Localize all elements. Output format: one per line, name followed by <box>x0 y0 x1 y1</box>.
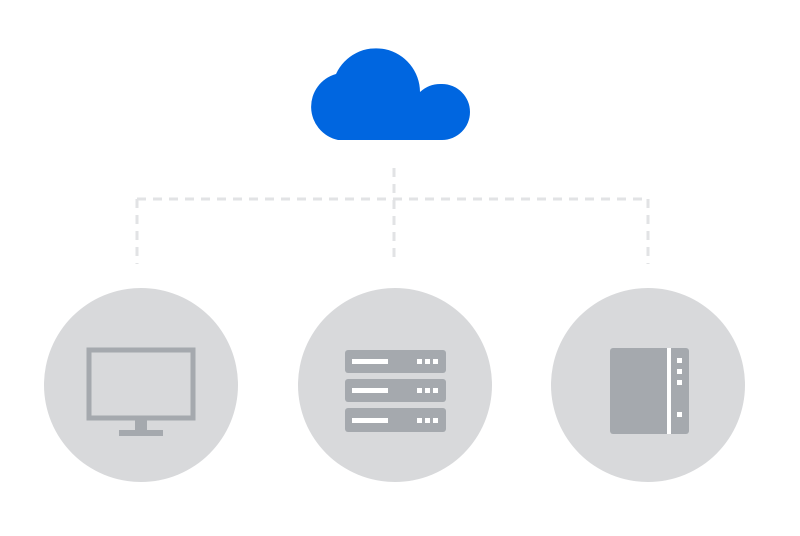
server-unit <box>345 379 446 402</box>
storage-led <box>677 369 682 374</box>
storage-divider <box>667 348 671 434</box>
storage-led <box>677 380 682 385</box>
server-unit <box>345 408 446 432</box>
device-node-storage-box <box>551 288 745 482</box>
cloud-icon <box>311 48 470 140</box>
monitor-neck <box>135 418 147 430</box>
storage-box-icon <box>610 348 689 434</box>
device-circle <box>44 288 238 482</box>
server-unit <box>345 350 446 373</box>
storage-led <box>677 358 682 363</box>
storage-led <box>677 412 682 417</box>
device-node-monitor <box>44 288 238 482</box>
monitor-base <box>119 430 163 436</box>
cloud-shape <box>311 48 470 140</box>
connector-lines <box>135 168 650 264</box>
server-rack-icon <box>345 350 446 432</box>
device-node-server-rack <box>298 288 492 482</box>
monitor-icon <box>86 347 196 436</box>
